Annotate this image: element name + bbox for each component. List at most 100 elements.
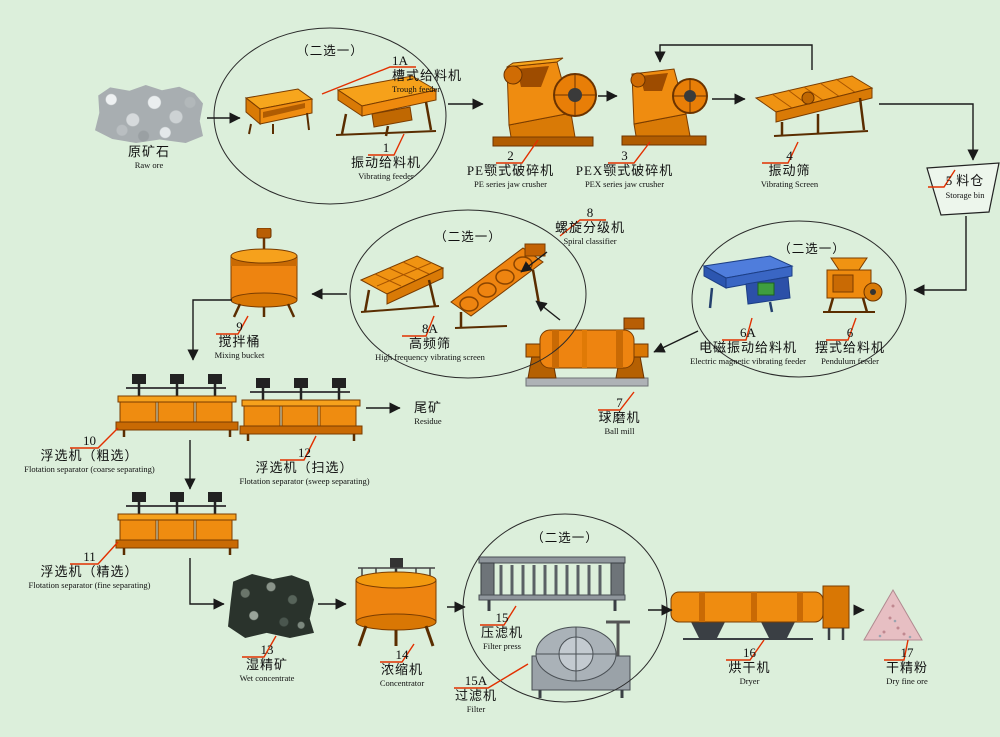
item-name-en: Filter (466, 704, 486, 714)
label-flotation-fine: 11 浮选机（精选） Flotation separator (fine sep… (2, 550, 177, 591)
item-name-zh: 高频筛 (408, 336, 451, 351)
item-number: 16 (743, 645, 756, 660)
label-vibrating-screen: 4 振动筛 Vibrating Screen (732, 149, 847, 190)
item-number: 15 (495, 610, 509, 625)
item-number: 6 (846, 325, 854, 340)
label-pex-jaw-crusher: 3 PEX颚式破碎机 PEX series jaw crusher (562, 149, 687, 190)
item-name-en: Spiral classifier (563, 236, 617, 246)
item-name-en: Residue (414, 416, 442, 426)
item-name-en: Wet concentrate (239, 673, 295, 683)
item-name-en: Flotation separator (fine separating) (28, 580, 151, 590)
item-name-en: Mixing bucket (214, 350, 265, 360)
item-name-zh: 烘干机 (728, 660, 771, 675)
label-concentrator: 14 浓缩机 Concentrator (356, 648, 448, 689)
item-name-zh: 球磨机 (598, 410, 641, 425)
raw-ore-image (95, 85, 203, 143)
label-dryer: 16 烘干机 Dryer (712, 646, 787, 687)
item-number: 8A (422, 321, 438, 336)
item-number: 12 (298, 445, 311, 460)
wet-concentrate-image (228, 574, 314, 638)
flotation-separator-sweep-illustration (239, 378, 363, 441)
label-residue: 尾矿 Residue (398, 400, 458, 427)
label-wet-concentrate: 13 湿精矿 Wet concentrate (212, 643, 322, 684)
trough-feeder-illustration (244, 88, 314, 135)
concentrator-illustration (355, 558, 437, 647)
item-name-en: PEX series jaw crusher (584, 179, 665, 189)
item-number: 1 (382, 140, 390, 155)
item-name-zh: 尾矿 (413, 400, 442, 415)
label-ball-mill: 7 球磨机 Ball mill (582, 396, 657, 437)
item-number: 11 (83, 549, 96, 564)
drum-filter-illustration (531, 620, 631, 698)
label-mixing-bucket: 9 搅拌桶 Mixing bucket (192, 320, 287, 361)
item-number: 3 (621, 148, 628, 163)
choose-one-label-bin-feeders: （二选一） (778, 242, 846, 256)
choose-one-label-feeders: （二选一） (296, 44, 364, 58)
item-number: 5 (945, 173, 953, 188)
item-name-zh: 原矿石 (127, 144, 170, 159)
item-number: 8 (586, 205, 594, 220)
vibrating-screen-illustration (754, 75, 874, 137)
filter-press-illustration (478, 556, 626, 611)
item-number: 4 (786, 148, 793, 163)
dryer-illustration (670, 585, 850, 640)
item-name-zh: 浮选机（粗选） (40, 448, 139, 463)
item-name-en: Ball mill (604, 426, 635, 436)
label-filter: 15A 过滤机 Filter (436, 674, 516, 715)
label-spiral-classifier: 8 螺旋分级机 Spiral classifier (540, 206, 640, 247)
item-number: 14 (395, 647, 409, 662)
label-storage-bin: 5 料仓 Storage bin (930, 172, 1000, 201)
ball-mill-illustration (525, 317, 649, 387)
choose-one-label-filters: （二选一） (531, 531, 599, 545)
label-high-frequency-screen: 8A 高频筛 High frequency vibrating screen (356, 322, 504, 363)
item-name-zh: 湿精矿 (245, 657, 288, 672)
item-name-zh: 浓缩机 (380, 662, 423, 677)
item-number: 10 (83, 433, 96, 448)
item-name-zh: 过滤机 (454, 688, 497, 703)
electric-magnetic-vibrating-feeder-illustration (702, 255, 794, 313)
pendulum-feeder-illustration (823, 257, 883, 313)
label-raw-ore: 原矿石 Raw ore (93, 144, 205, 171)
item-name-zh: 搅拌桶 (218, 334, 261, 349)
flotation-separator-coarse-illustration (115, 374, 239, 437)
item-name-zh: 浮选机（扫选） (255, 460, 354, 475)
mixing-bucket-illustration (230, 228, 298, 318)
item-number: 17 (900, 645, 914, 660)
high-frequency-screen-illustration (359, 255, 445, 313)
item-name-en: Vibrating Screen (760, 179, 819, 189)
item-name-en: Dryer (739, 676, 760, 686)
item-name-en: PE series jaw crusher (474, 179, 547, 189)
item-number: 15A (464, 673, 488, 688)
item-number: 7 (616, 395, 623, 410)
item-name-en: Concentrator (379, 678, 425, 688)
label-filter-press: 15 压滤机 Filter press (462, 611, 542, 652)
item-name-zh: 槽式给料机 (392, 68, 463, 83)
label-pe-jaw-crusher: 2 PE颚式破碎机 PE series jaw crusher (448, 149, 573, 190)
item-name-en: Raw ore (134, 160, 164, 170)
item-name-en: Storage bin (945, 189, 985, 200)
item-name-zh: 螺旋分级机 (554, 220, 625, 235)
label-trough-feeder: 1A 槽式给料机 Trough feeder (392, 54, 492, 95)
item-name-zh: 干精粉 (885, 660, 928, 675)
item-name-zh: 振动给料机 (350, 155, 421, 170)
label-dry-fine-ore: 17 干精粉 Dry fine ore (866, 646, 948, 687)
choose-one-label-classifier: （二选一） (434, 230, 502, 244)
label-flotation-sweep: 12 浮选机（扫选） Flotation separator (sweep se… (222, 446, 387, 487)
dry-fine-ore-pile (863, 589, 923, 641)
item-name-zh: 浮选机（精选） (40, 564, 139, 579)
item-name-en: Vibrating feeder (358, 171, 414, 181)
item-name-en: High frequency vibrating screen (375, 352, 485, 362)
item-name-en: Flotation separator (sweep separating) (239, 476, 370, 486)
item-number: 2 (507, 148, 514, 163)
item-name-zh: 振动筛 (768, 163, 811, 178)
label-pendulum-feeder: 6 摆式给料机 Pendulum feeder (790, 326, 910, 367)
item-name-en: Dry fine ore (886, 676, 928, 686)
item-number: 9 (236, 319, 243, 334)
item-name-zh: 压滤机 (480, 625, 523, 640)
item-name-en: Pendulum feeder (821, 356, 879, 366)
flotation-separator-fine-illustration (115, 492, 239, 555)
pex-jaw-crusher-illustration (621, 68, 708, 146)
item-name-zh: PEX颚式破碎机 (575, 163, 674, 178)
item-name-zh: PE颚式破碎机 (466, 163, 555, 178)
item-number: 1A (392, 53, 408, 68)
